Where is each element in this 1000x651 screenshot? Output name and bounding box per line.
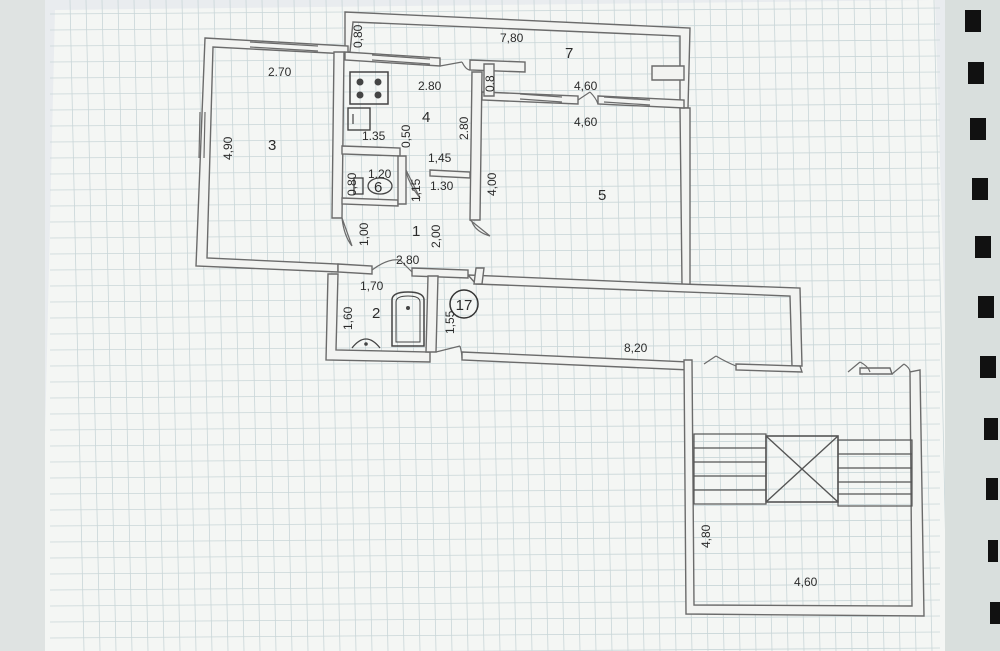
toilet-icon <box>353 177 393 195</box>
door-stair-left <box>703 355 737 367</box>
room-labels: 1 2 3 4 5 6 7 <box>268 45 606 322</box>
paper-page <box>40 0 955 651</box>
door-wc <box>405 169 421 199</box>
wall-pier <box>483 63 495 97</box>
binder-hole <box>965 10 981 32</box>
dim-155: 1,55 <box>443 310 457 334</box>
dim-room3-width: 2.70 <box>268 65 292 79</box>
stair-flight-right <box>837 439 913 507</box>
wall-room-5-right <box>679 107 691 286</box>
dimension-labels: 7,80 2.70 2.80 4,60 4,60 1.35 1,45 1.20 … <box>221 24 818 589</box>
binder-hole <box>990 602 1000 624</box>
stairwell <box>693 433 913 507</box>
dim-loggia-length: 7,80 <box>500 31 524 45</box>
dim-135: 1.35 <box>362 129 386 143</box>
dim-loggia-depth: 0,80 <box>351 24 365 48</box>
dim-wc-depth: 0,80 <box>345 172 359 196</box>
doors <box>341 61 911 375</box>
door-room5-loggia <box>577 91 599 105</box>
windows <box>198 41 651 159</box>
window-room-5-b <box>603 96 651 106</box>
binder-hole <box>978 296 994 318</box>
binder-hole <box>984 418 998 440</box>
left-page-edge <box>0 0 45 651</box>
binder-hole <box>970 118 986 140</box>
window-room-5-a <box>519 93 563 103</box>
dim-hall-width: 2,80 <box>396 253 420 267</box>
dim-kitchen-width: 2.80 <box>418 79 442 93</box>
washbasin-icon <box>351 338 381 349</box>
dim-bath-length: 1,60 <box>341 306 355 330</box>
room-6-label: 6 <box>374 179 382 196</box>
stair-flight-left <box>693 433 767 505</box>
wall-pier-right <box>651 65 685 81</box>
bathtub-icon <box>391 291 425 347</box>
binder-hole <box>986 478 998 500</box>
dim-stair-length: 4,80 <box>699 524 713 548</box>
wall-bath-corridor <box>425 275 439 353</box>
paper-grid <box>49 0 949 651</box>
room-2-label: 2 <box>372 305 380 322</box>
window-kitchen <box>371 54 431 65</box>
kitchen-sink-icon <box>347 107 371 131</box>
dim-wc-width: 1.20 <box>368 167 392 181</box>
door-room-5 <box>469 219 491 237</box>
wall-room5-top-right <box>597 95 685 109</box>
dim-pier-depth: 0.8 <box>483 75 497 92</box>
dim-bath-width: 1,70 <box>360 279 384 293</box>
door-room-3 <box>341 217 353 247</box>
binder-hole <box>980 356 996 378</box>
wall-stairwell-top <box>735 363 803 373</box>
dim-room3-length: 4,90 <box>221 136 235 160</box>
wall-hall-bottom-right <box>411 267 469 279</box>
dim-130: 1.30 <box>430 179 454 193</box>
room-1-label: 1 <box>412 223 420 240</box>
apartment-number-circle <box>449 289 479 319</box>
binder-hole <box>968 62 984 84</box>
wall-wc-bottom <box>341 197 399 207</box>
dim-115: 1,15 <box>409 178 423 202</box>
dim-corridor-length: 8,20 <box>624 341 648 355</box>
wall-kitchen-room5 <box>469 71 483 221</box>
room-3-label: 3 <box>268 137 276 154</box>
dim-stair-width: 4,60 <box>794 575 818 589</box>
door-bathroom <box>371 259 413 273</box>
dim-050: 0,50 <box>399 124 413 148</box>
wall-room3-kitchen <box>331 51 345 219</box>
wall-room-3 <box>195 37 349 273</box>
wall-hall-bottom-left <box>337 263 373 275</box>
door-entrance <box>435 345 463 359</box>
outer-walls <box>195 11 925 617</box>
wall-hall-partition <box>429 169 471 179</box>
binder-hole <box>988 540 998 562</box>
room-4-label: 4 <box>422 109 430 126</box>
binder-hole <box>975 236 991 258</box>
room-7-label: 7 <box>565 45 573 62</box>
dim-room5-width: 4,60 <box>574 115 598 129</box>
wall-stairwell-top-right <box>859 367 893 375</box>
wall-room5-door-jamb <box>473 267 485 285</box>
door-stair-mid <box>847 361 871 373</box>
dim-kitchen-length: 2.80 <box>457 116 471 140</box>
dim-loggia-part: 4,60 <box>574 79 598 93</box>
door-kitchen-loggia <box>439 61 471 71</box>
room-5-label: 5 <box>598 187 606 204</box>
door-stair-right <box>891 363 911 375</box>
binder-hole <box>972 178 988 200</box>
dim-100: 1,00 <box>357 222 371 246</box>
dim-hall-length: 2,00 <box>429 224 443 248</box>
elevator-cross-b <box>765 435 839 503</box>
apartment-number: 17 <box>456 297 473 314</box>
window-room-3-top <box>249 41 319 52</box>
stove-icon <box>349 71 389 105</box>
fixtures <box>347 71 425 349</box>
dim-145: 1,45 <box>428 151 452 165</box>
binder-holes <box>965 10 1000 624</box>
dim-room5-length: 4,00 <box>485 172 499 196</box>
wall-kitchen-top-right <box>469 59 526 73</box>
wall-wc-right <box>397 155 407 205</box>
wall-wc-top <box>341 145 401 157</box>
window-room-3-left <box>198 111 206 159</box>
